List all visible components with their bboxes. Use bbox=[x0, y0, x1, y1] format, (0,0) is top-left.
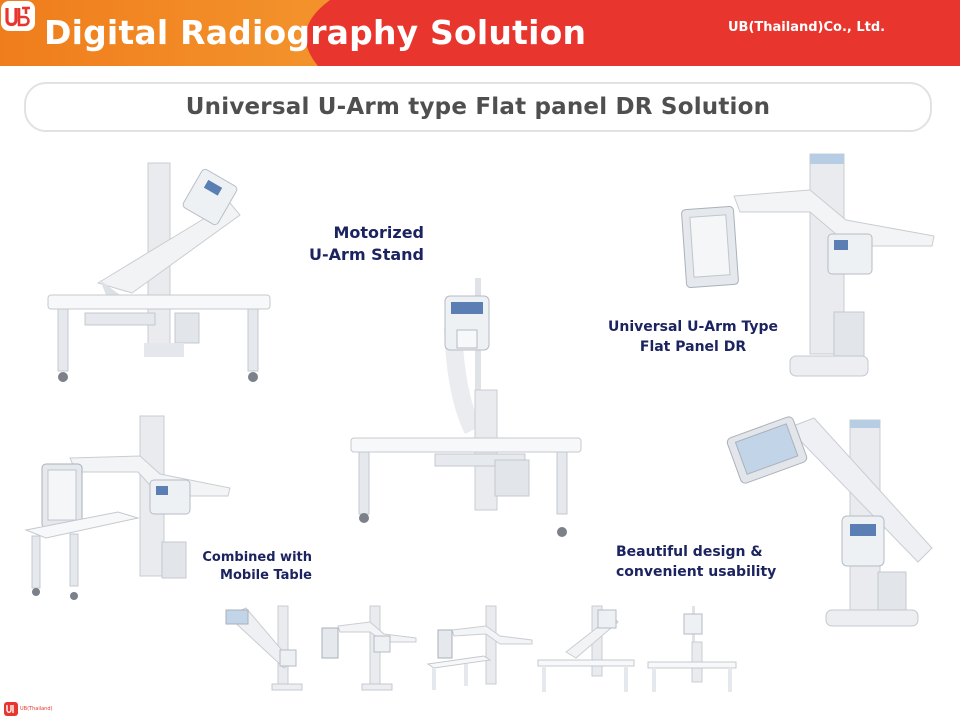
caption-universal-line2: Flat Panel DR bbox=[639, 339, 747, 355]
page-title: Digital Radiography Solution bbox=[44, 13, 587, 52]
caption-combined-line2: Mobile Table bbox=[220, 568, 312, 583]
ubt-logo-icon bbox=[4, 702, 18, 716]
thumbnail-2 bbox=[321, 605, 417, 691]
machine-image-universal-dr bbox=[681, 153, 935, 377]
company-name: UB(Thailand)Co., Ltd. bbox=[728, 20, 886, 35]
caption-beautiful-line2: convenient usability bbox=[616, 564, 777, 580]
machine-image-uarm-table bbox=[47, 162, 271, 382]
caption-motorized-line1: Motorized bbox=[333, 223, 424, 242]
footer-brand-text: UB(Thailand) bbox=[20, 706, 53, 712]
caption-universal: Universal U-Arm Type Flat Panel DR bbox=[600, 317, 786, 357]
header-background bbox=[0, 0, 960, 66]
banner-text: Universal U-Arm type Flat panel DR Solut… bbox=[185, 94, 771, 120]
caption-universal-line1: Universal U-Arm Type bbox=[607, 319, 779, 335]
caption-motorized-line2: U-Arm Stand bbox=[309, 245, 424, 264]
machine-image-tilted-detector bbox=[726, 416, 933, 627]
thumbnail-3 bbox=[426, 605, 533, 690]
caption-motorized: Motorized U-Arm Stand bbox=[290, 222, 424, 266]
caption-combined-line1: Combined with bbox=[202, 550, 312, 565]
thumbnail-5 bbox=[647, 606, 737, 692]
machine-image-mobile-table bbox=[24, 415, 231, 600]
machine-image-motorized-stand bbox=[350, 278, 582, 537]
caption-combined: Combined with Mobile Table bbox=[196, 549, 312, 585]
header-bar: Digital Radiography Solution UB(Thailand… bbox=[0, 0, 960, 66]
thumbnail-1 bbox=[225, 605, 303, 691]
ubt-logo-icon bbox=[1, 1, 35, 31]
caption-beautiful-line1: Beautiful design & bbox=[616, 544, 763, 560]
subtitle-banner: Universal U-Arm type Flat panel DR Solut… bbox=[24, 82, 932, 132]
thumbnail-4 bbox=[537, 605, 635, 692]
caption-beautiful: Beautiful design & convenient usability bbox=[616, 542, 796, 582]
